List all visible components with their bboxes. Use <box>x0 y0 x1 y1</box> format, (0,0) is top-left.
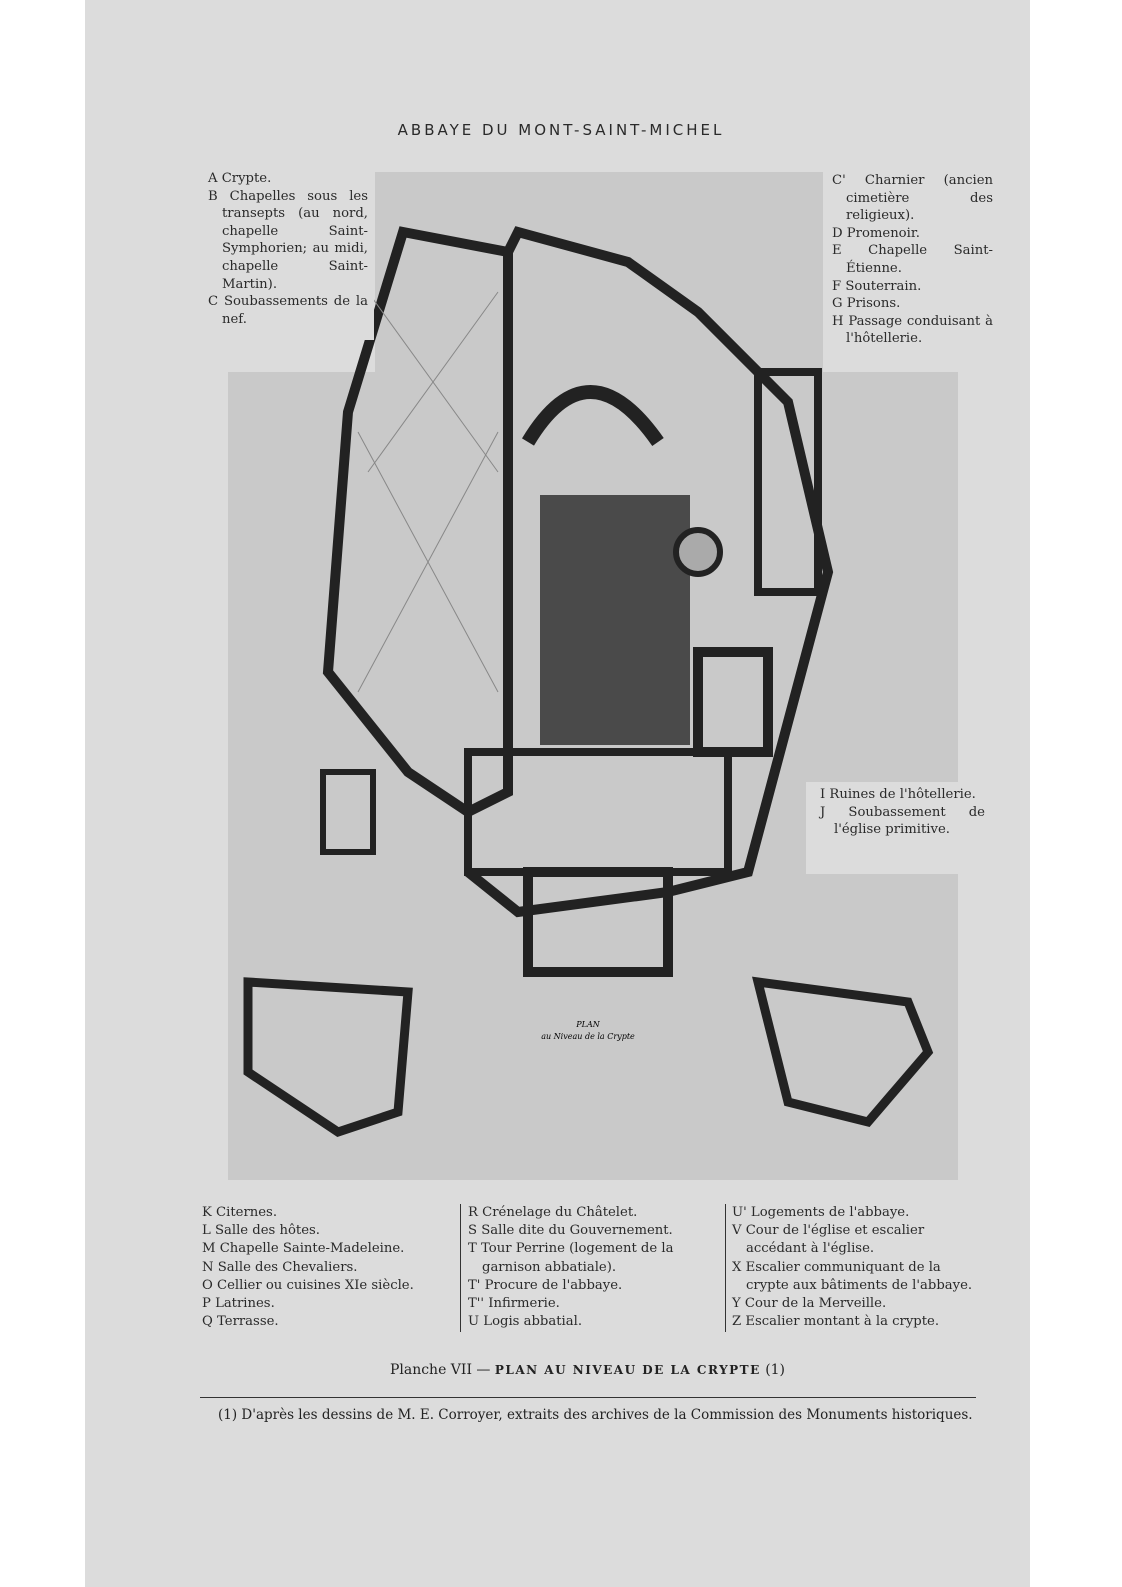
legend-bottom-col2: R Crénelage du Châtelet. S Salle dite du… <box>460 1204 726 1332</box>
legend-top-left: A Crypte. B Chapelles sous les transepts… <box>196 170 374 340</box>
legend-item: A Crypte. <box>208 171 272 186</box>
caption-title: PLAN AU NIVEAU DE LA CRYPTE <box>494 1363 761 1377</box>
legend-item: X Escalier communiquant de la crypte aux… <box>732 1259 973 1293</box>
legend-item: V Cour de l'église et escalier accédant … <box>732 1223 925 1257</box>
plan-walls <box>243 226 934 1137</box>
legend-item: C' Charnier (ancien cimetière des religi… <box>832 173 993 224</box>
legend-item: Z Escalier montant à la crypte. <box>732 1314 940 1330</box>
legend-item: B Chapelles sous les transepts (au nord,… <box>208 188 368 292</box>
plan-title: PLAN <box>575 1020 600 1029</box>
legend-item: Y Cour de la Merveille. <box>732 1296 887 1312</box>
legend-item: S Salle dite du Gouvernement. <box>468 1223 673 1239</box>
abbey-floor-plan: PLAN au Niveau de la Crypte <box>243 226 934 1137</box>
legend-item: C Soubassements de la nef. <box>208 294 368 327</box>
legend-bottom-col3: U' Logements de l'abbaye. V Cour de l'ég… <box>725 1204 987 1332</box>
legend-item: U Logis abbatial. <box>468 1314 583 1330</box>
legend-top-right: C' Charnier (ancien cimetière des religi… <box>823 172 993 372</box>
legend-bottom-col1: K Citernes. L Salle des hôtes. M Chapell… <box>202 1204 452 1331</box>
legend-item: F Souterrain. <box>832 278 922 294</box>
legend-item: I Ruines de l'hôtellerie. <box>820 787 976 802</box>
legend-item: T Tour Perrine (logement de la garnison … <box>468 1241 674 1275</box>
legend-item: D Promenoir. <box>832 225 920 241</box>
legend-item: Q Terrasse. <box>202 1314 279 1330</box>
footnote-divider <box>200 1397 976 1398</box>
plan-subtitle: au Niveau de la Crypte <box>541 1032 635 1041</box>
legend-item: U' Logements de l'abbaye. <box>732 1205 910 1220</box>
page-title: ABBAYE DU MONT-SAINT-MICHEL <box>397 121 725 139</box>
legend-item: N Salle des Chevaliers. <box>202 1259 358 1275</box>
legend-item: R Crénelage du Châtelet. <box>468 1205 638 1220</box>
footnote: (1) D'après les dessins de M. E. Corroye… <box>218 1407 973 1423</box>
legend-item: O Cellier ou cuisines XIe siècle. <box>202 1277 414 1293</box>
legend-item: E Chapelle Saint-Étienne. <box>832 243 993 276</box>
plate-caption: Planche VII — PLAN AU NIVEAU DE LA CRYPT… <box>0 1362 1122 1378</box>
caption-note-ref: (1) <box>765 1362 786 1378</box>
legend-item: J Soubassement de l'église primitive. <box>820 804 985 838</box>
vault-lines <box>357 291 499 693</box>
crypt-dark-area <box>540 495 690 745</box>
legend-item: T' Procure de l'abbaye. <box>468 1277 623 1293</box>
legend-item: T'' Infirmerie. <box>468 1296 560 1312</box>
caption-prefix: Planche VII — <box>389 1362 495 1378</box>
plan-image-top <box>375 172 823 374</box>
legend-item: K Citernes. <box>202 1205 278 1220</box>
legend-item: G Prisons. <box>832 296 901 312</box>
legend-item: M Chapelle Sainte-Madeleine. <box>202 1241 405 1257</box>
legend-item: L Salle des hôtes. <box>202 1223 320 1239</box>
legend-item: P Latrines. <box>202 1296 275 1312</box>
legend-item: H Passage conduisant à l'hôtellerie. <box>832 313 993 347</box>
legend-mid-right: I Ruines de l'hôtellerie. J Soubassement… <box>806 782 991 874</box>
